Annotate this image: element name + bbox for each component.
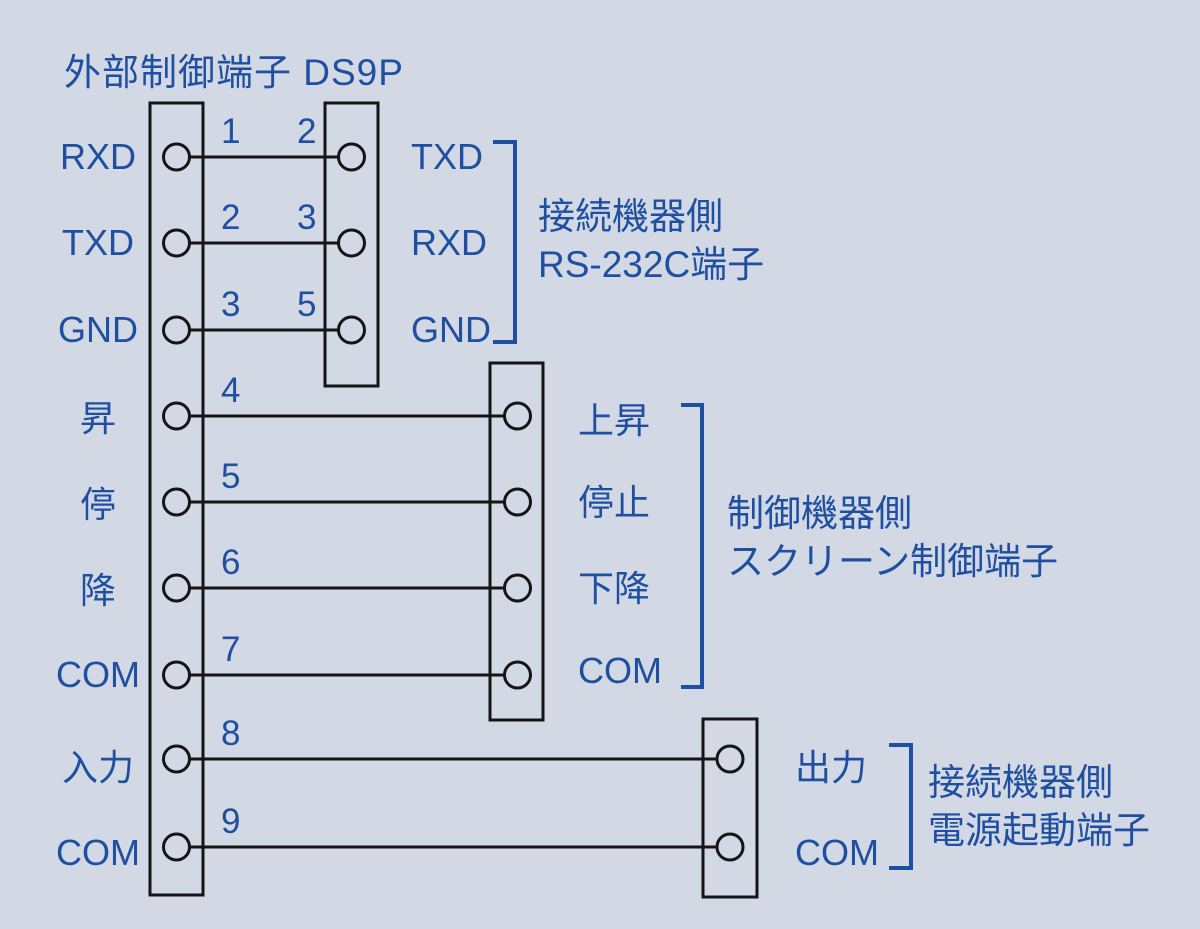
screen-pin-down-circle [503, 573, 532, 603]
left-pin-label-txd: TXD [62, 222, 134, 263]
power-pin-com-circle [715, 832, 745, 862]
left-pin-4-circle [162, 401, 191, 431]
screen-pin-stop-circle [503, 487, 532, 517]
left-pin-label-rxd: RXD [59, 136, 136, 177]
screen-label-com: COM [578, 650, 662, 691]
group-caption-screen-line2: スクリーン制御端子 [727, 541, 1059, 582]
left-pin-9-circle [162, 832, 191, 862]
group-caption-power-line2: 電源起動端子 [928, 810, 1150, 851]
left-pin-label-input: 入力 [61, 747, 134, 788]
pin-number-right-3: 3 [297, 198, 317, 237]
screen-label-down: 下降 [578, 568, 651, 609]
left-pin-label-com2: COM [56, 832, 140, 873]
pin-number-left-5: 5 [221, 457, 241, 496]
group-caption-rs232c-line1: 接続機器側 [538, 196, 723, 237]
pin-number-left-4: 4 [221, 371, 241, 410]
pin-number-right-2: 2 [297, 112, 317, 151]
left-pin-1-circle [162, 142, 191, 172]
rs232c-pin-2-circle [337, 142, 366, 172]
left-pin-label-gnd: GND [58, 309, 138, 350]
left-connector-box [148, 101, 205, 897]
group-caption-rs232c-line2: RS-232C端子 [538, 244, 765, 285]
left-pin-label-up: 昇 [79, 398, 116, 439]
group-caption-screen-line1: 制御機器側 [727, 493, 912, 534]
group-caption-power-line1: 接続機器側 [928, 762, 1113, 803]
rs232c-label-rxd: RXD [411, 222, 488, 263]
pin-number-left-8: 8 [221, 714, 241, 753]
power-pin-out-circle [715, 744, 745, 774]
rs232c-label-txd: TXD [411, 136, 483, 177]
left-pin-label-down: 降 [79, 570, 116, 611]
power-connector-box [701, 717, 759, 899]
left-pin-8-circle [162, 744, 191, 774]
left-pin-7-circle [162, 660, 191, 690]
screen-label-up: 上昇 [578, 400, 651, 441]
screen-control-connector-box [488, 361, 545, 722]
group-caption-power: 接続機器側 電源起動端子 [928, 759, 1150, 855]
left-pin-label-com1: COM [56, 654, 140, 695]
diagram-title: 外部制御端子 DS9P [64, 52, 404, 93]
pin-number-left-1: 1 [221, 112, 241, 151]
bracket-screen-group [681, 403, 704, 689]
left-pin-6-circle [162, 573, 191, 603]
power-label-com: COM [795, 832, 879, 873]
pin-number-left-2: 2 [221, 198, 241, 237]
power-label-out: 出力 [795, 747, 868, 788]
screen-label-stop: 停止 [578, 482, 651, 523]
left-pin-3-circle [162, 315, 191, 345]
rs232c-pin-3-circle [337, 228, 366, 258]
group-caption-rs232c: 接続機器側 RS-232C端子 [538, 193, 764, 289]
pin-number-left-3: 3 [221, 285, 241, 324]
bracket-power-group [889, 743, 913, 870]
pin-number-left-6: 6 [221, 543, 241, 582]
pin-number-left-7: 7 [221, 630, 241, 669]
group-caption-screen: 制御機器側 スクリーン制御端子 [727, 490, 1058, 586]
rs232c-pin-5-circle [337, 315, 366, 345]
pin-number-right-5: 5 [297, 285, 317, 324]
pin-number-left-9: 9 [221, 802, 241, 841]
screen-pin-up-circle [503, 401, 532, 431]
bracket-rs232c-group [493, 140, 517, 344]
screen-pin-com-circle [503, 660, 532, 690]
left-pin-5-circle [162, 487, 191, 517]
rs232c-label-gnd: GND [411, 309, 491, 350]
left-pin-2-circle [162, 228, 191, 258]
left-pin-label-stop: 停 [79, 484, 116, 525]
